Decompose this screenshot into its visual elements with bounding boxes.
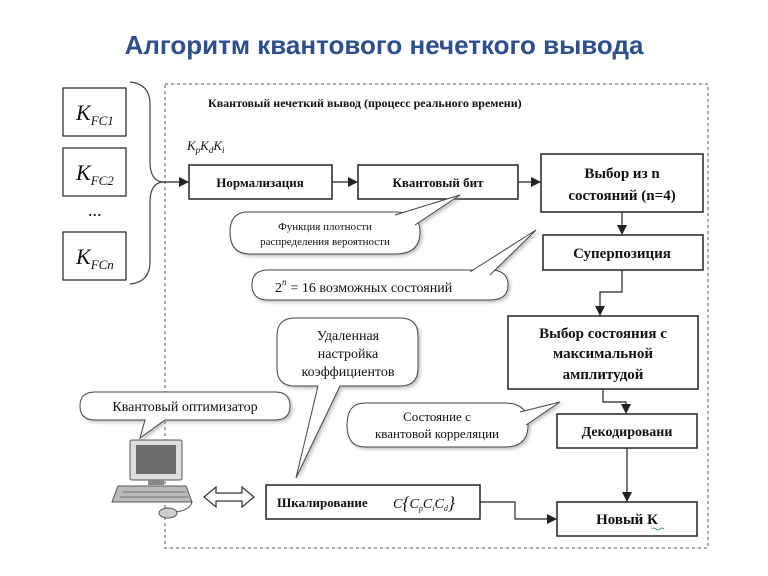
callout-states	[251, 229, 537, 301]
box-select-n-states: Выбор из n состояний (n=4)	[540, 153, 704, 213]
frame-title: Квантовый нечеткий вывод (процесс реальн…	[208, 96, 522, 110]
svg-text:C{CpCiCd}: C{CpCiCd}	[393, 493, 456, 513]
box-scaling: Шкалирование C{CpCiCd}	[265, 484, 481, 520]
svg-text:Новый К: Новый К	[596, 512, 658, 528]
svg-text:квантовой корреляции: квантовой корреляции	[375, 426, 499, 441]
callout-correlation	[346, 401, 561, 448]
svg-text:Нормализация: Нормализация	[216, 175, 304, 190]
box-new-k: Новый К	[556, 501, 698, 537]
box-decoding: Декодировани	[556, 413, 698, 449]
svg-text:Суперпозиция: Суперпозиция	[573, 246, 671, 262]
realtime-frame	[164, 83, 709, 549]
svg-text:амплитудой: амплитудой	[563, 367, 644, 383]
box-normalization: Нормализация	[188, 164, 333, 200]
callout-optimizer	[79, 391, 291, 440]
svg-text:Квантовый бит: Квантовый бит	[392, 175, 484, 190]
svg-text:Декодировани: Декодировани	[582, 425, 673, 440]
input-kfcn: KFCn	[62, 231, 127, 281]
input-brace	[129, 81, 163, 285]
svg-text:KFCn: KFCn	[75, 244, 114, 272]
callout-pdf	[229, 194, 461, 255]
svg-text:Выбор из n: Выбор из n	[584, 166, 660, 182]
computer-icon	[111, 439, 193, 519]
svg-text:максимальной: максимальной	[553, 346, 653, 362]
box-superposition: Суперпозиция	[542, 234, 704, 271]
input-kfc1: KFC1	[62, 87, 127, 137]
svg-text:KFC1: KFC1	[75, 100, 114, 128]
svg-text:Шкалирование: Шкалирование	[277, 495, 368, 510]
input-kfc2: KFC2	[62, 147, 127, 197]
svg-text:Удаленная: Удаленная	[317, 329, 380, 344]
svg-text:Выбор состояния с: Выбор состояния с	[539, 326, 667, 342]
svg-text:2n= 16 возможных состояний: 2n= 16 возможных состояний	[275, 277, 453, 296]
svg-text:состояний (n=4): состояний (n=4)	[568, 188, 675, 204]
svg-text:Функция плотности: Функция плотности	[278, 221, 372, 233]
callout-remote-tuning	[276, 317, 419, 479]
svg-text:распределения вероятности: распределения вероятности	[260, 236, 390, 248]
svg-text:Состояние с: Состояние с	[403, 409, 471, 424]
page-title: Алгоритм квантового нечеткого вывода	[124, 30, 644, 60]
double-arrow-icon	[203, 485, 255, 509]
input-ellipsis: ...	[88, 200, 102, 220]
svg-text:коэффициентов: коэффициентов	[302, 365, 395, 380]
svg-text:настройка: настройка	[318, 347, 379, 362]
svg-text:Квантовый оптимизатор: Квантовый оптимизатор	[112, 400, 257, 415]
box-quantum-bit: Квантовый бит	[357, 164, 519, 200]
svg-text:KFC2: KFC2	[75, 160, 114, 188]
gains-label: KpKdKi	[186, 138, 225, 155]
box-max-amplitude: Выбор состояния с максимальной амплитудо…	[507, 315, 699, 390]
